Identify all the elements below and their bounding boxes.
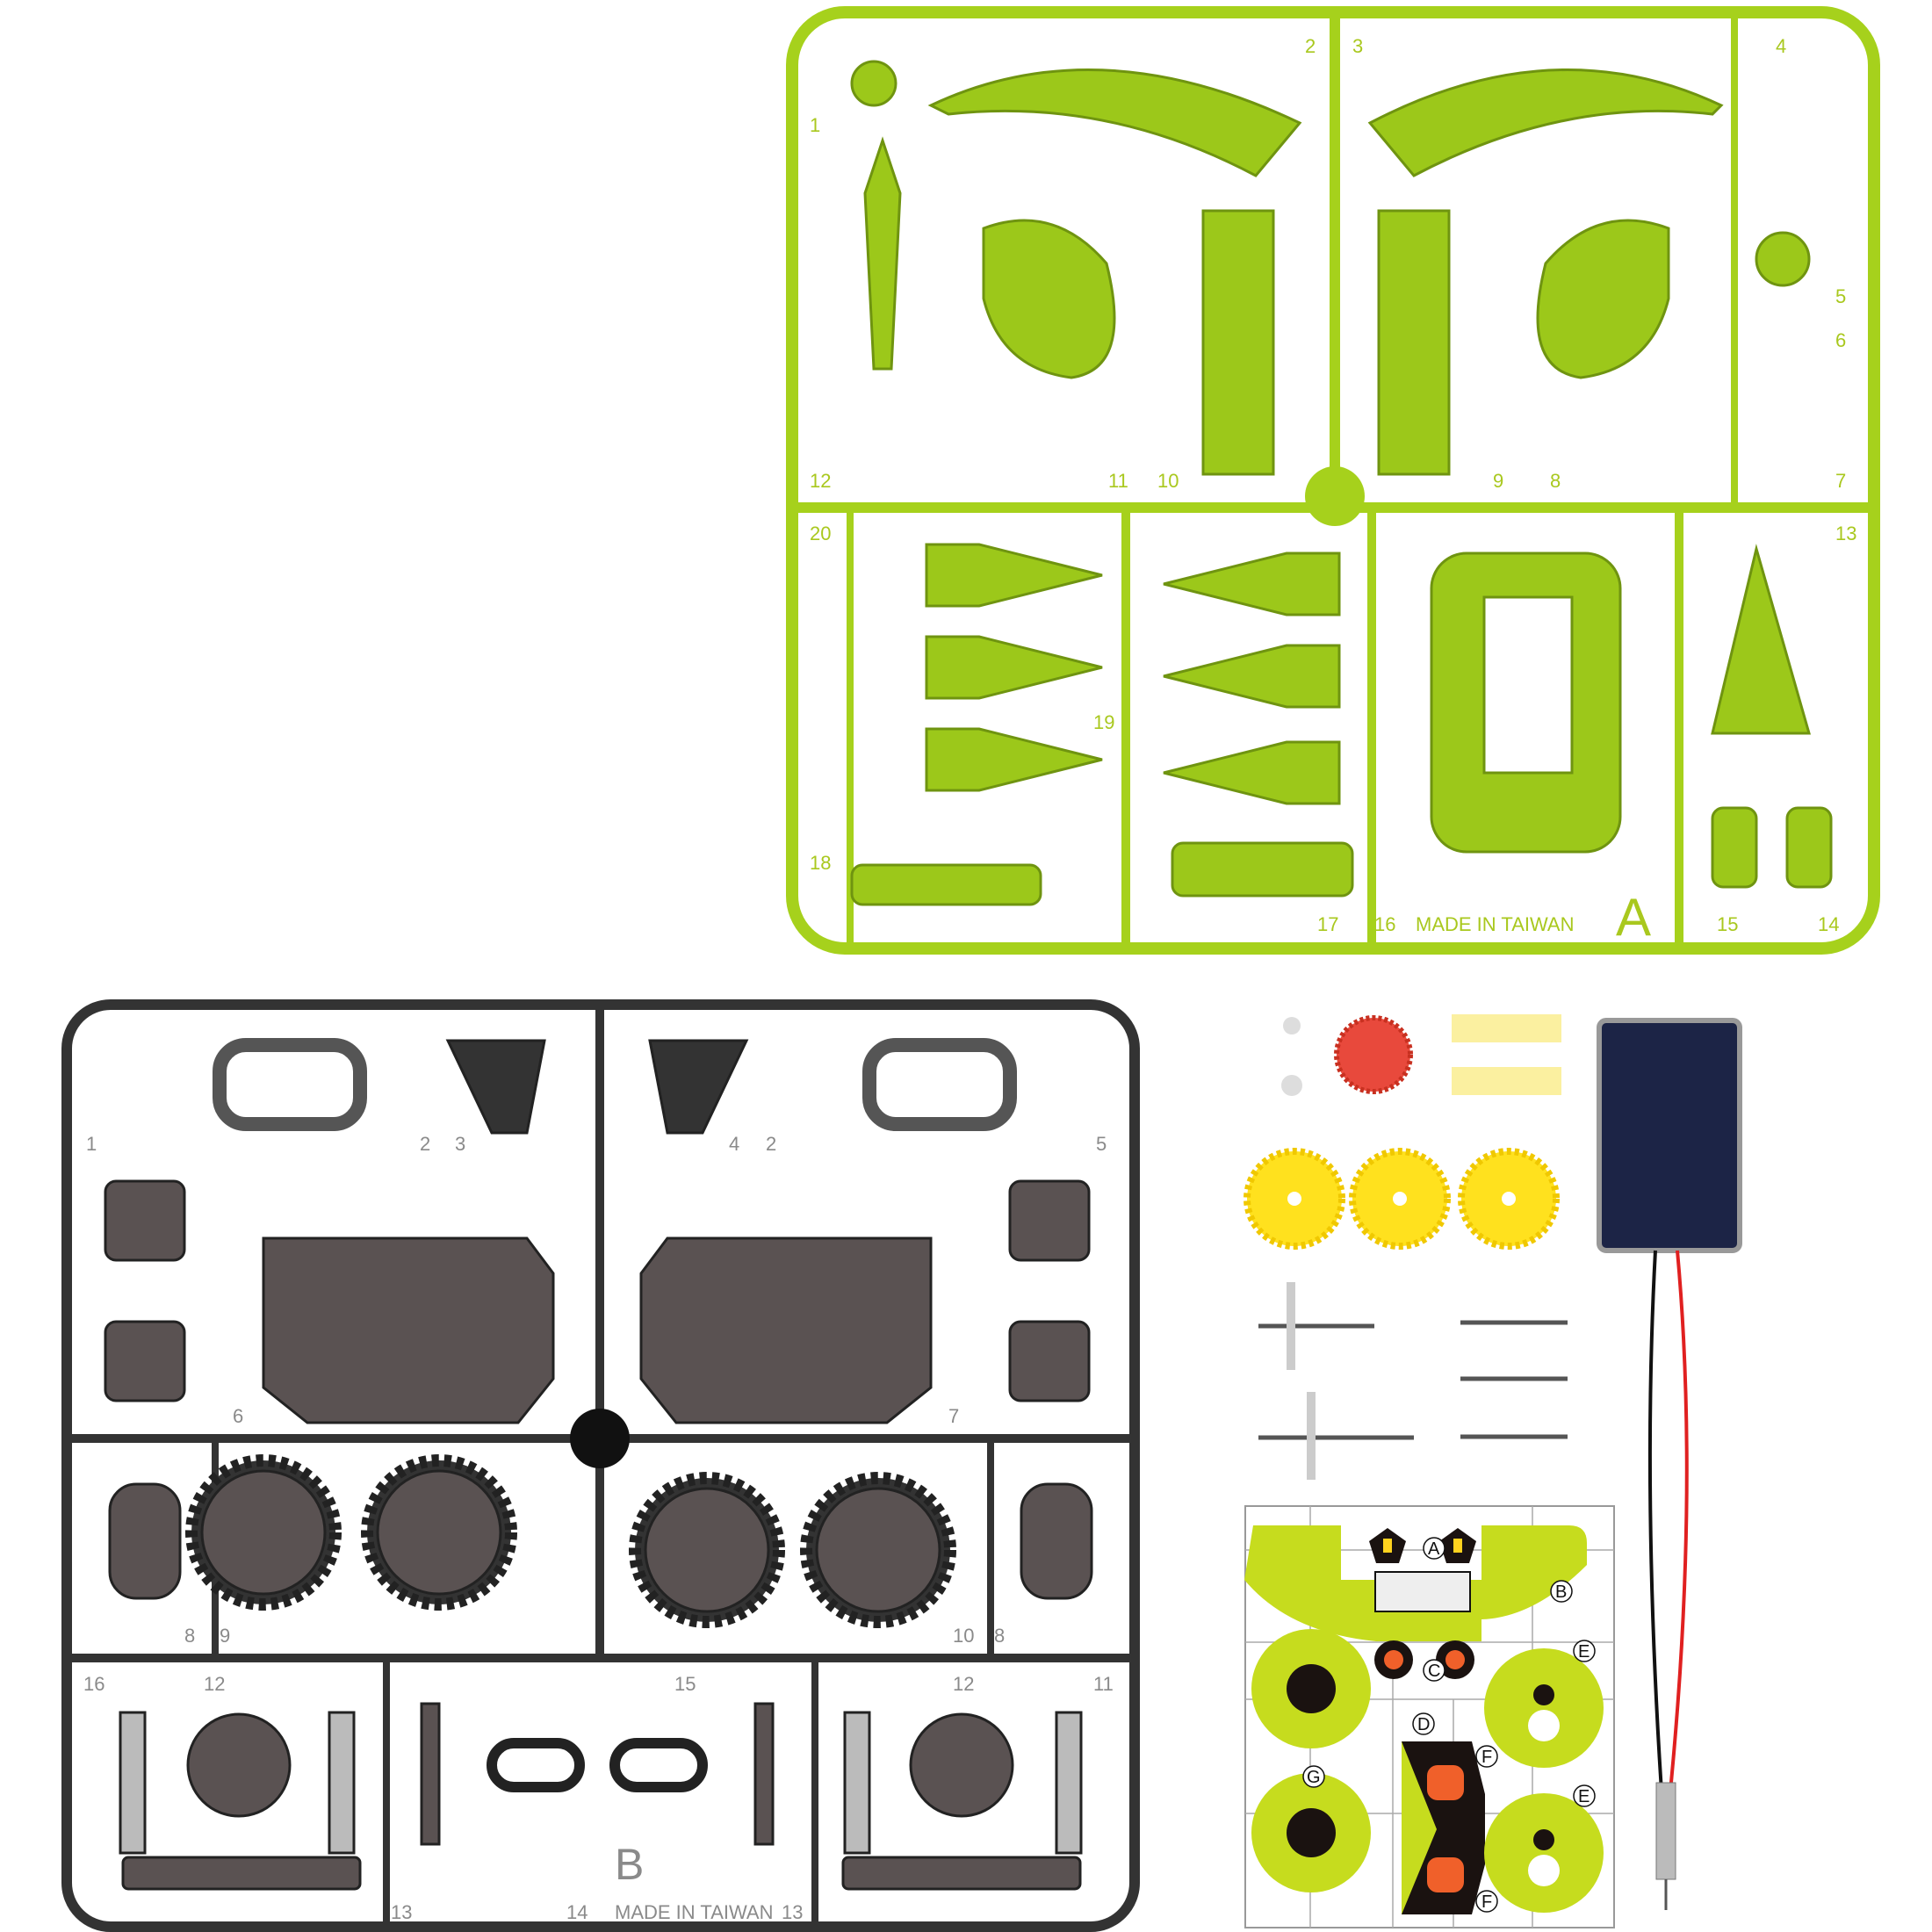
svg-text:13: 13 [782,1901,803,1923]
sticker-e [1484,1648,1604,1768]
svg-text:8: 8 [184,1625,195,1647]
black-wire [1647,1250,1663,1792]
small-gear [1281,1075,1302,1096]
svg-text:5: 5 [1096,1133,1107,1155]
loose-parts [1244,1014,1742,1910]
svg-text:9: 9 [1493,470,1503,492]
svg-text:2: 2 [766,1133,776,1155]
head-part [1711,544,1811,735]
round-part [1755,231,1811,287]
gearbox-half [262,1236,555,1424]
wheel-part [186,1712,292,1818]
svg-text:16: 16 [1374,913,1395,935]
svg-text:E: E [1578,1642,1590,1662]
svg-text:4: 4 [729,1133,739,1155]
svg-text:13: 13 [391,1901,412,1923]
tape-strip [1452,1014,1561,1042]
svg-text:7: 7 [948,1405,959,1427]
body-part [1377,209,1451,476]
leg-part [1536,219,1670,379]
tape-strip [1452,1067,1561,1095]
sprue-b-letter: B [615,1840,644,1889]
svg-text:2: 2 [420,1133,430,1155]
antenna-part [863,136,902,371]
svg-text:16: 16 [83,1673,105,1695]
sprue-a-parts [850,60,1833,906]
svg-text:2: 2 [1305,35,1316,57]
svg-text:8: 8 [994,1625,1005,1647]
sprue-b [61,999,1140,1932]
sprue-a-stamp: MADE IN TAIWAN [1416,913,1575,935]
svg-text:F: F [1481,1748,1492,1767]
svg-text:5: 5 [1835,285,1846,307]
svg-text:20: 20 [810,523,831,544]
svg-text:3: 3 [1352,35,1363,57]
svg-text:11: 11 [1108,470,1128,492]
sprue-a-part-numbers: 1 2 3 4 5 6 7 8 9 10 11 12 13 14 15 16 1… [810,35,1856,935]
svg-text:10: 10 [1157,470,1179,492]
svg-text:9: 9 [220,1625,230,1647]
svg-text:12: 12 [810,470,831,492]
svg-text:1: 1 [86,1133,97,1155]
sticker-d [1402,1741,1485,1914]
svg-text:4: 4 [1776,35,1786,57]
svg-text:7: 7 [1835,470,1846,492]
red-gear [1334,1015,1413,1094]
red-wire [1669,1250,1689,1792]
svg-text:C: C [1428,1662,1440,1681]
svg-text:D: D [1417,1715,1430,1734]
svg-text:6: 6 [1835,329,1846,351]
svg-text:1: 1 [810,114,820,136]
solar-panel [1597,1018,1742,1253]
body-part [1201,209,1275,476]
triangle-parts [925,543,1341,805]
svg-text:F: F [1481,1892,1492,1912]
svg-text:12: 12 [204,1673,225,1695]
svg-text:14: 14 [1818,913,1839,935]
sticker-e [1484,1793,1604,1913]
sprue-a [786,6,1880,955]
svg-text:3: 3 [455,1133,465,1155]
svg-text:15: 15 [674,1673,696,1695]
gearbox-half [639,1236,933,1424]
svg-text:10: 10 [953,1625,974,1647]
round-part [850,60,898,107]
sprue-a-letter: A [1616,888,1651,947]
svg-text:8: 8 [1550,470,1561,492]
sticker-sheet: A B C D E F G E F [1244,1505,1615,1928]
wing-part [927,68,1302,177]
svg-text:6: 6 [233,1405,243,1427]
svg-text:15: 15 [1717,913,1738,935]
wheel-part [909,1712,1014,1818]
leg-part [982,219,1116,379]
svg-text:11: 11 [1093,1673,1114,1695]
svg-text:E: E [1578,1787,1590,1806]
sprue-b-parts [104,1038,1093,1891]
small-gear [1283,1017,1301,1034]
svg-text:13: 13 [1835,523,1856,544]
svg-text:17: 17 [1317,913,1338,935]
sprue-b-part-numbers: 1 2 3 4 2 5 6 7 8 9 10 8 11 12 12 13 13 … [83,1133,1114,1923]
wing-part [1367,68,1724,177]
svg-text:14: 14 [566,1901,588,1923]
svg-text:12: 12 [953,1673,974,1695]
motor [1655,1782,1676,1880]
svg-text:B: B [1555,1582,1567,1602]
sprue-b-stamp: MADE IN TAIWAN [615,1901,774,1923]
svg-text:19: 19 [1093,711,1114,733]
svg-text:18: 18 [810,852,831,874]
svg-text:A: A [1428,1539,1440,1559]
svg-text:G: G [1307,1768,1321,1787]
